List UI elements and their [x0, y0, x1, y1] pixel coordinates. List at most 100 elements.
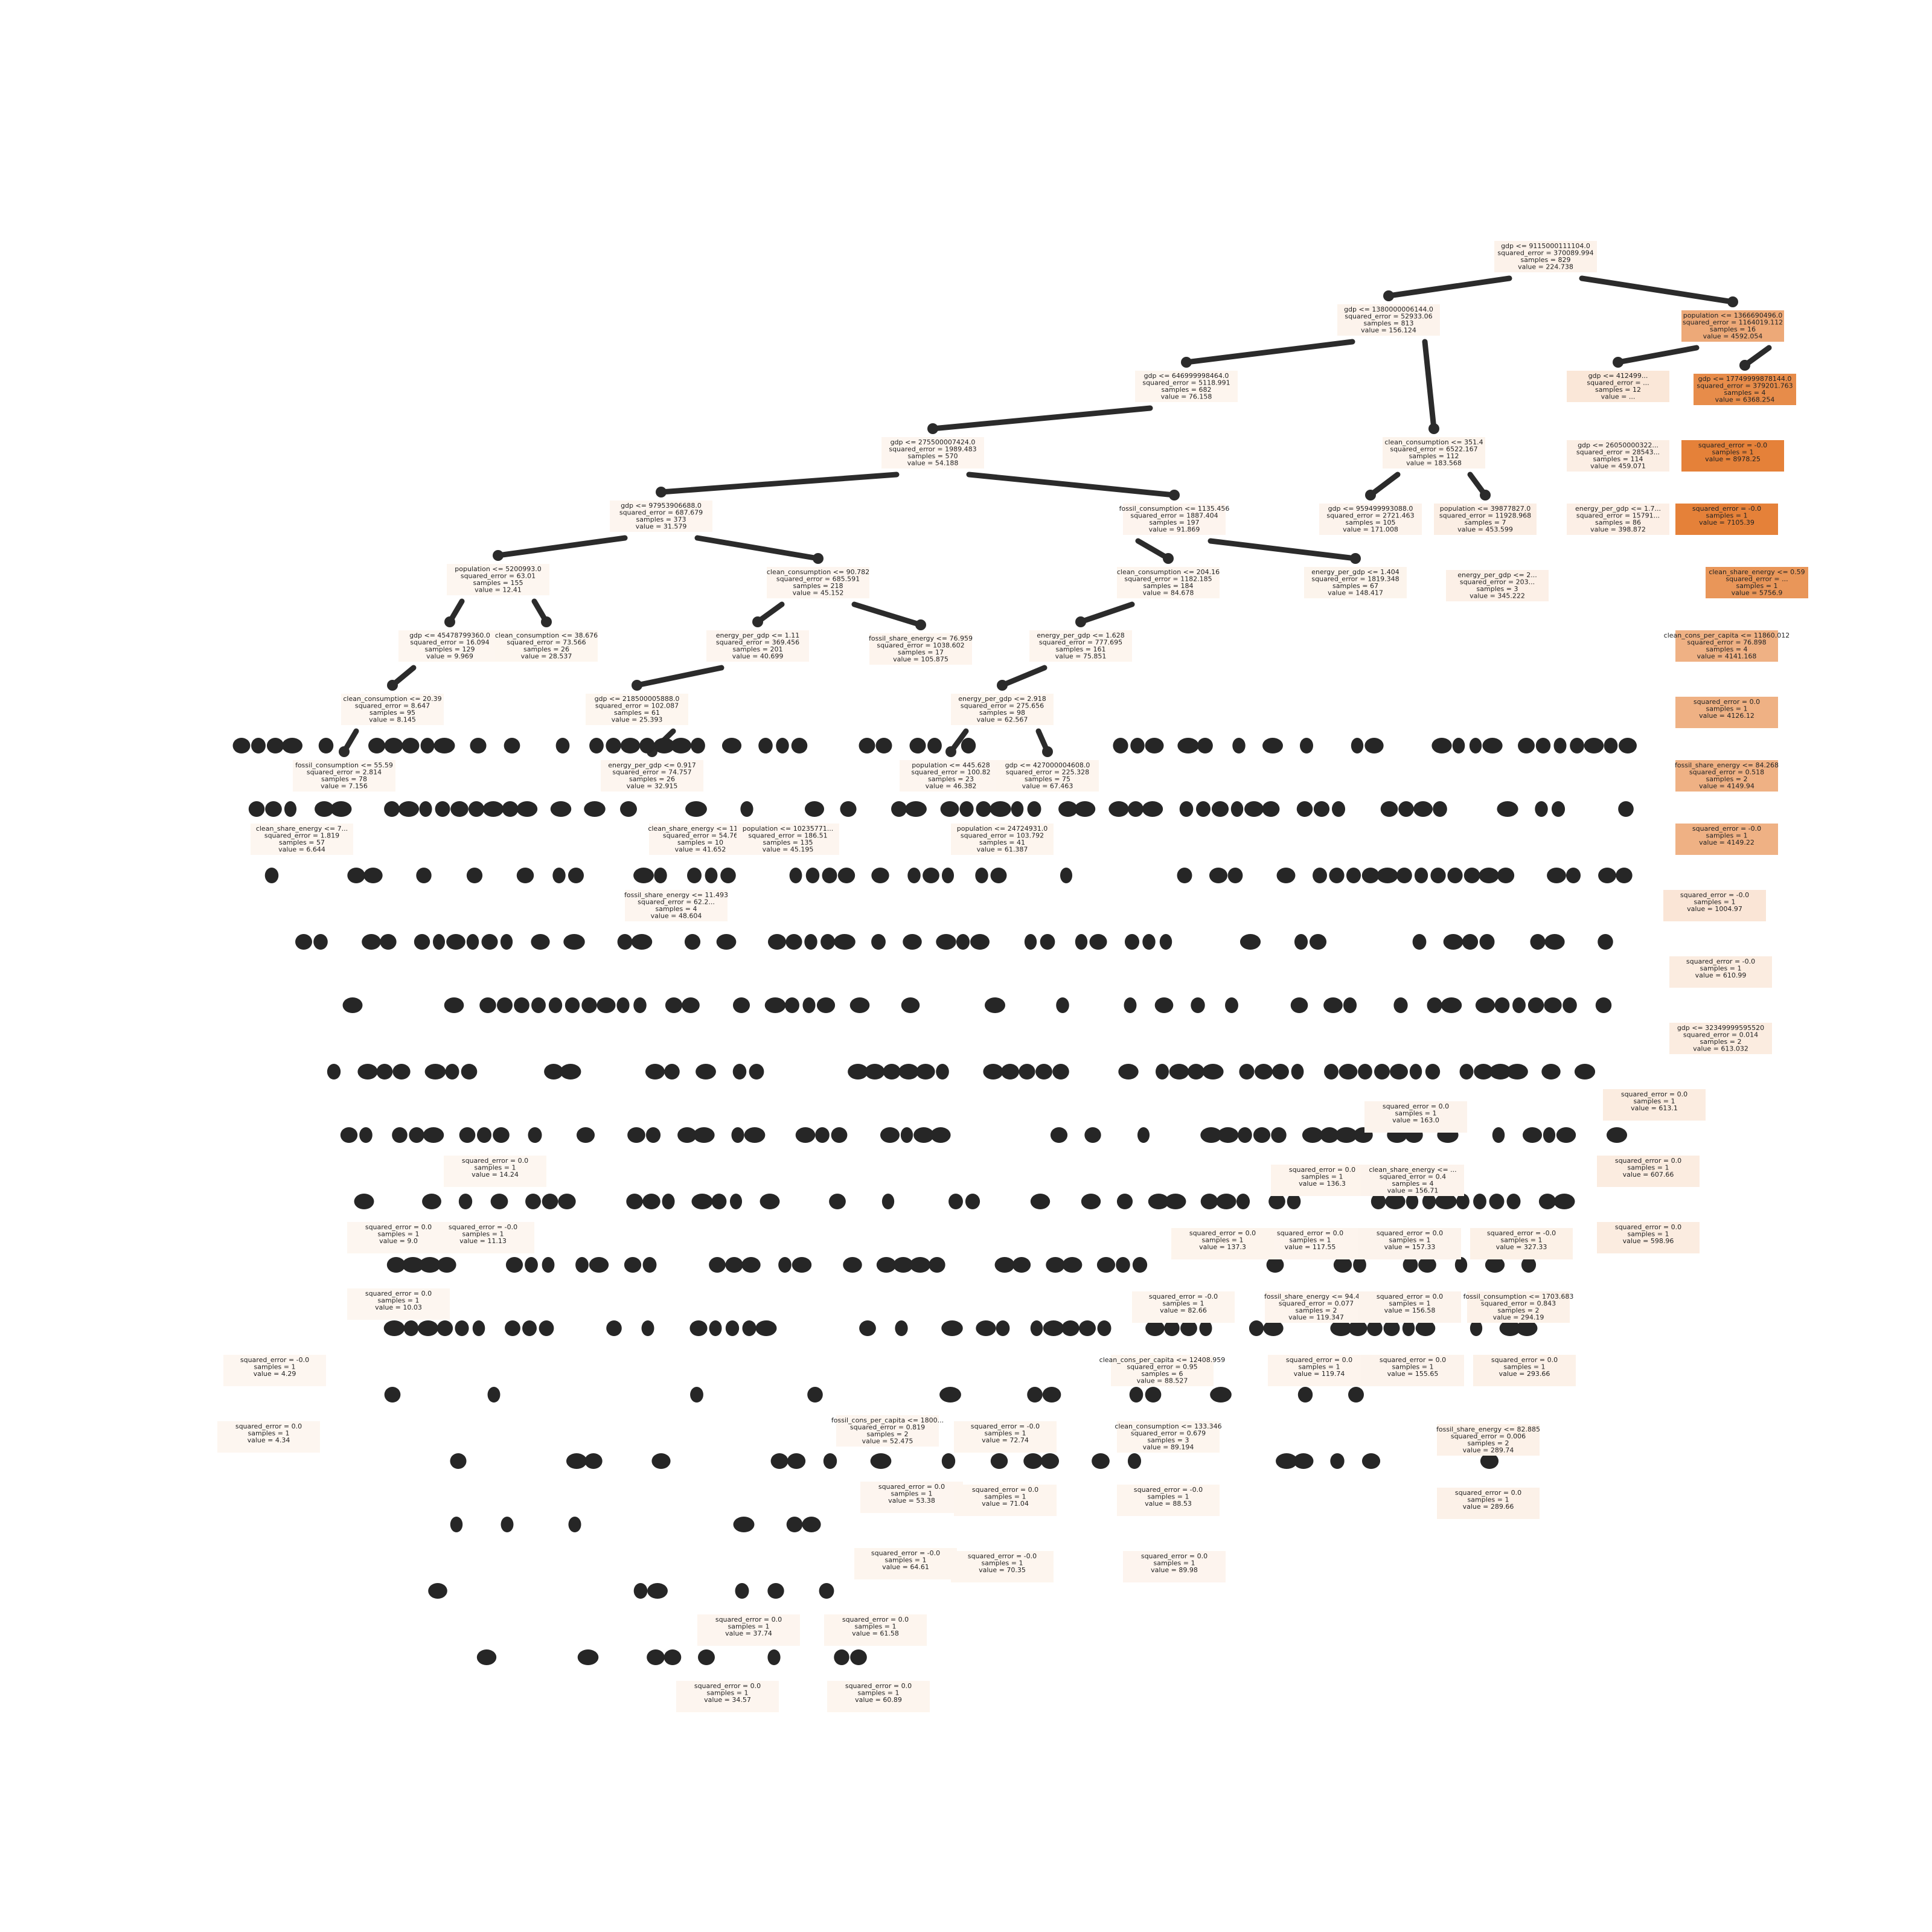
collapsed-branch-stub	[1547, 868, 1566, 883]
collapsed-branch-stub	[481, 934, 498, 950]
collapsed-branch-stub	[876, 1257, 897, 1273]
collapsed-branch-stub	[1200, 1194, 1218, 1209]
collapsed-branch-stub	[859, 738, 875, 753]
node-label-line: samples = 105	[1346, 519, 1396, 526]
collapsed-branch-stub	[732, 1064, 747, 1080]
collapsed-branch-stub	[1430, 868, 1446, 883]
node-label-line: gdp <= 218500005888.0	[595, 695, 680, 703]
collapsed-branch-stub	[936, 934, 956, 950]
node-box	[1265, 1291, 1367, 1323]
collapsed-branch-stub	[531, 934, 550, 950]
collapsed-branch-stub	[1412, 934, 1427, 950]
collapsed-branch-stub	[1574, 1064, 1596, 1080]
collapsed-branch-stub	[568, 1517, 581, 1532]
edge-arrowhead	[945, 746, 956, 757]
collapsed-branch-stub	[1551, 801, 1566, 817]
collapsed-branch-stub	[996, 1320, 1010, 1336]
tree-node: fossil_share_energy <= 94.473squared_err…	[1264, 1291, 1368, 1323]
node-label-line: squared_error = 6522.167	[1390, 446, 1477, 453]
tree-edge	[495, 535, 628, 558]
node-label-line: squared_error = 102.087	[595, 702, 679, 710]
collapsed-branch-stub	[903, 934, 922, 950]
collapsed-branch-stub	[789, 868, 802, 883]
collapsed-branch-stub	[802, 997, 816, 1013]
node-label-line: gdp <= 275500007424.0	[891, 438, 976, 446]
collapsed-branch-stub	[895, 1320, 908, 1336]
node-box	[869, 633, 972, 665]
edge-arrowhead	[444, 616, 455, 627]
collapsed-branch-stub	[691, 738, 705, 753]
collapsed-branch-stub	[690, 1387, 703, 1403]
collapsed-branch-stub	[843, 1257, 862, 1273]
node-box	[1567, 371, 1669, 402]
node-label-line: squared_error = -0.0	[1487, 1229, 1556, 1237]
collapsed-branch-stub	[368, 738, 385, 753]
collapsed-branch-stub	[1454, 1257, 1468, 1273]
node-box	[1123, 1551, 1226, 1582]
collapsed-branch-stub	[476, 1649, 497, 1665]
collapsed-branch-stub	[1040, 934, 1055, 950]
collapsed-branch-stub	[1238, 1127, 1252, 1143]
collapsed-branch-stub	[1127, 1453, 1142, 1469]
edge-arrowhead	[1042, 746, 1053, 757]
node-label-line: squared_error = 100.82	[911, 769, 990, 776]
edge-arrowhead	[1613, 357, 1623, 368]
tree-edge	[694, 535, 821, 561]
node-label-line: population <= 445.628	[912, 761, 990, 769]
collapsed-branch-stub	[1522, 1127, 1543, 1143]
collapsed-branch-stub	[1299, 738, 1314, 753]
collapsed-branch-stub	[620, 738, 641, 753]
collapsed-branch-stub	[1268, 1194, 1285, 1209]
node-box	[1383, 437, 1485, 469]
node-label-line: samples = 23	[928, 775, 974, 783]
collapsed-branch-stub	[664, 1649, 682, 1665]
collapsed-branch-stub	[450, 1453, 467, 1469]
collapsed-branch-stub	[645, 1064, 665, 1080]
node-label-line: energy_per_gdp <= 0.917	[608, 761, 696, 769]
collapsed-branch-stub	[576, 1127, 595, 1143]
collapsed-branch-stub	[742, 1320, 756, 1336]
node-label-line: value = 32.915	[627, 782, 678, 790]
node-box	[1361, 1165, 1464, 1196]
collapsed-branch-stub	[1556, 1127, 1576, 1143]
node-label-line: samples = 184	[1144, 582, 1194, 590]
tree-node: population <= 10235771...squared_error =…	[737, 824, 839, 855]
node-label-line: squared_error = 186.51	[748, 832, 827, 840]
node-box	[737, 824, 839, 855]
node-label-line: gdp <= 45478799360.0	[409, 632, 490, 639]
collapsed-branch-stub	[380, 934, 397, 950]
collapsed-branch-stub	[1506, 1194, 1521, 1209]
collapsed-branch-stub	[1202, 1064, 1224, 1080]
node-label-line: samples = 1	[1302, 1173, 1343, 1181]
collapsed-branch-stub	[970, 934, 990, 950]
collapsed-branch-stub	[840, 801, 857, 817]
collapsed-branch-stub	[428, 1583, 447, 1599]
edge-arrowhead	[1181, 357, 1192, 368]
node-box	[951, 824, 1054, 855]
tree-node: fossil_share_energy <= 76.959squared_err…	[869, 633, 973, 665]
node-label-line: squared_error = 0.0	[1491, 1356, 1558, 1364]
collapsed-branch-stub	[819, 1583, 834, 1599]
collapsed-branch-stub	[284, 801, 297, 817]
tree-node: population <= 1366690496.0squared_error …	[1681, 310, 1784, 342]
collapsed-branch-stub	[1056, 997, 1069, 1013]
node-label-line: squared_error = 0.014	[1683, 1031, 1758, 1039]
node-label-line: value = 224.738	[1518, 263, 1573, 271]
node-label-line: squared_error = 0.0	[1455, 1489, 1521, 1497]
node-label-line: samples = 1	[885, 1556, 927, 1564]
collapsed-branch-stub	[883, 1064, 901, 1080]
collapsed-branch-stub	[1052, 1064, 1069, 1080]
tree-node: clean_consumption <= 204.16squared_error…	[1117, 567, 1220, 598]
tree-node: clean_consumption <= 351.4squared_error …	[1383, 437, 1485, 469]
node-label-line: gdp <= 646999998464.0	[1144, 372, 1229, 380]
node-box	[836, 1415, 939, 1447]
collapsed-branch-stub	[901, 997, 920, 1013]
edge-arrowhead	[632, 680, 642, 691]
node-box	[881, 437, 984, 469]
collapsed-branch-stub	[522, 1320, 537, 1336]
collapsed-branch-stub	[419, 1257, 441, 1273]
node-label-line: samples = 3	[1148, 1436, 1189, 1444]
